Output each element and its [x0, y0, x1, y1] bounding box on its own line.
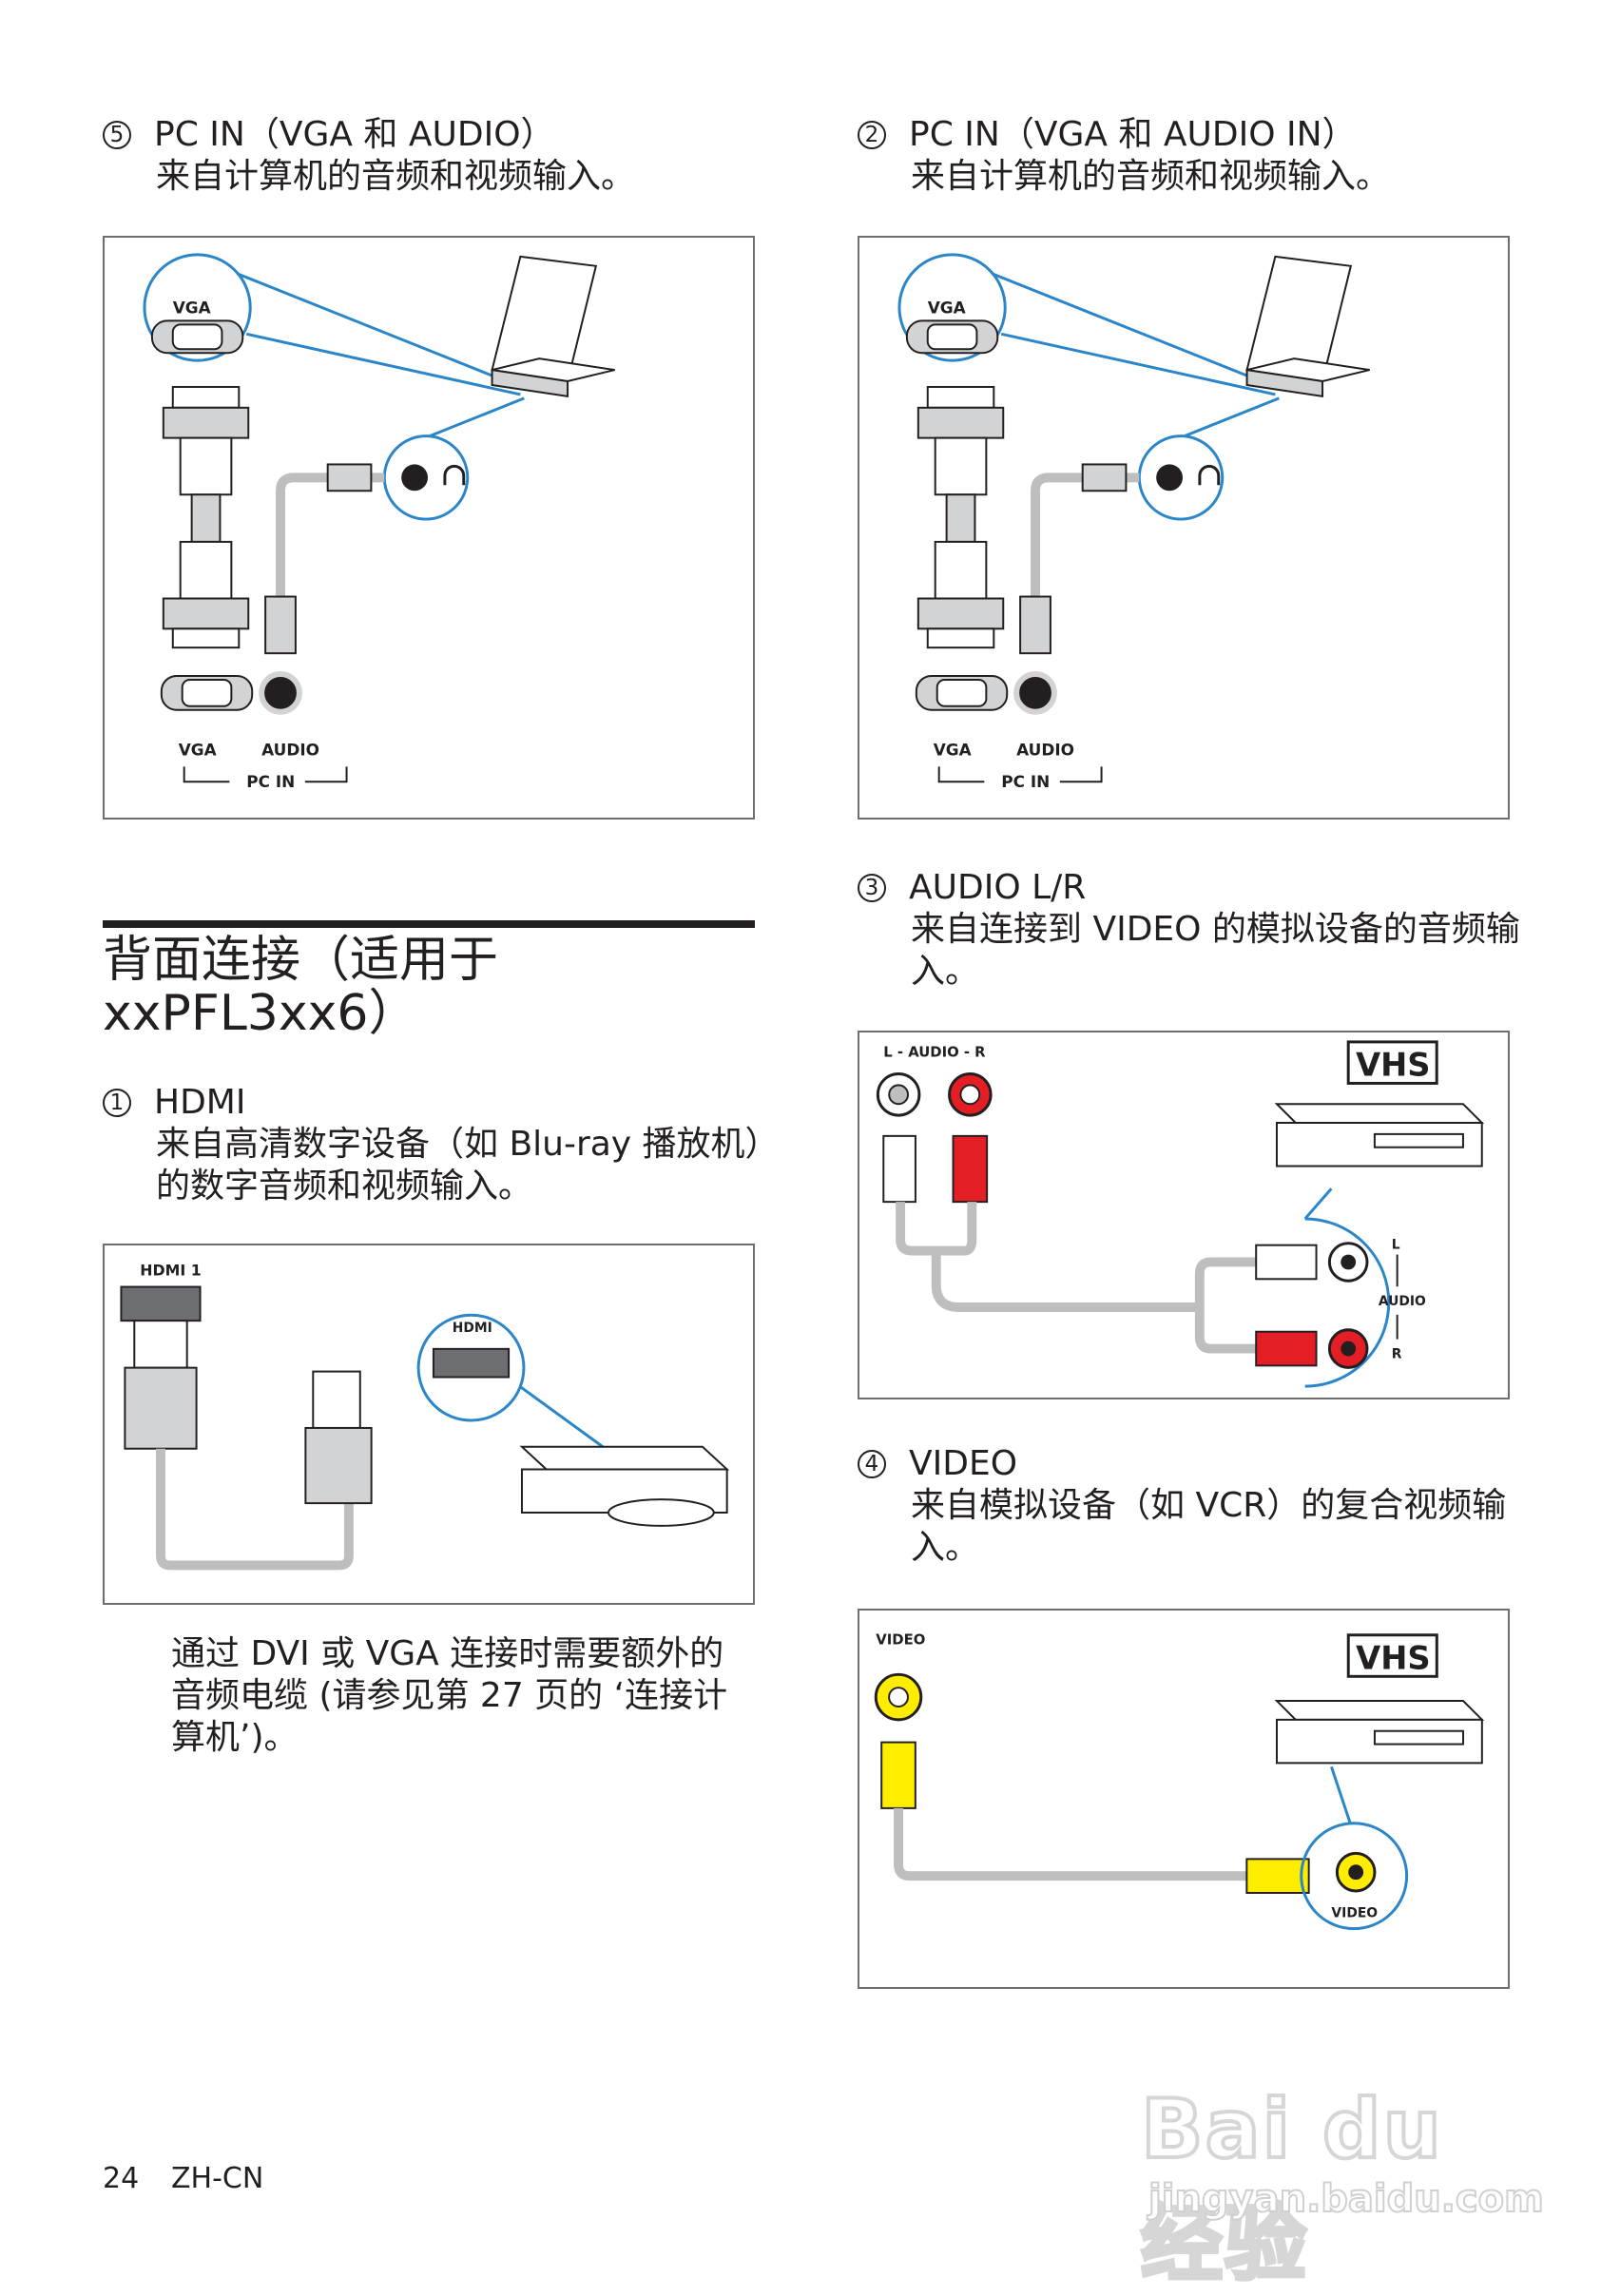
hdmi-zoom-label: HDMI	[453, 1321, 492, 1336]
language-code: ZH-CN	[171, 2162, 264, 2195]
item-hdmi: 1 HDMI 来自高清数字设备（如 Blu-ray 播放机）的数字音频和视频输入…	[103, 1082, 768, 1207]
item-video: 4 VIDEO 来自模拟设备（如 VCR）的复合视频输入。	[858, 1443, 1523, 1569]
item-title: AUDIO L/R	[909, 868, 1087, 907]
pc-in-group-label: PC IN	[246, 772, 295, 791]
item-title: PC IN（VGA 和 AUDIO IN）	[909, 115, 1357, 154]
audio-lr-diagram: L - AUDIO - R L AUDIO R VHS	[858, 1031, 1510, 1399]
item-number-badge: 5	[103, 121, 131, 149]
vhs-logo: VHS	[1356, 1639, 1430, 1676]
vga-top-label: VGA	[173, 298, 211, 317]
item-number-badge: 4	[858, 1450, 886, 1478]
item-title: VIDEO	[909, 1444, 1018, 1483]
item-title: HDMI	[154, 1083, 246, 1122]
vga-top-label: VGA	[928, 298, 966, 317]
item-pc-in-right: 2 PC IN（VGA 和 AUDIO IN） 来自计算机的音频和视频输入。	[858, 114, 1523, 198]
item-pc-in-left: 5 PC IN（VGA 和 AUDIO） 来自计算机的音频和视频输入。	[103, 114, 768, 198]
audio-port-label: L - AUDIO - R	[883, 1045, 986, 1061]
watermark-url: jingyan.baidu.com	[1148, 2176, 1545, 2222]
audio-l-label: L	[1392, 1238, 1400, 1253]
pc-in-illustration: VGA VGA AUDIO PC IN	[897, 253, 1370, 791]
audio-label: AUDIO	[1016, 740, 1074, 759]
video-zoom-label: VIDEO	[1331, 1906, 1378, 1921]
note-audio-cable: 通过 DVI 或 VGA 连接时需要额外的音频电缆 (请参见第 27 页的 ‘连…	[171, 1634, 728, 1757]
baidu-watermark: Bai du 经验 jingyan.baidu.com	[1131, 2044, 1545, 2294]
item-description: 来自连接到 VIDEO 的模拟设备的音频输入。	[911, 910, 1520, 991]
audio-lr-illustration: L - AUDIO - R L AUDIO R VHS	[876, 1040, 1485, 1388]
pc-in-illustration: VGA VGA AUDIO PC IN	[143, 253, 615, 791]
audio-label: AUDIO	[261, 740, 319, 759]
vga-bottom-label: VGA	[934, 740, 972, 759]
item-number-badge: 3	[858, 874, 886, 902]
item-number-badge: 1	[103, 1089, 131, 1117]
pc-in-diagram-left: VGA VGA AUDIO PC IN	[103, 236, 755, 820]
pc-in-group-label: PC IN	[1001, 772, 1050, 791]
item-number-badge: 2	[858, 121, 886, 149]
section-title: 背面连接（适用于 xxPFL3xx6）	[103, 932, 499, 1042]
audio-r-label: R	[1392, 1346, 1402, 1361]
item-title: PC IN（VGA 和 AUDIO）	[154, 115, 555, 154]
item-description: 来自模拟设备（如 VCR）的复合视频输入。	[911, 1486, 1507, 1567]
hdmi-diagram: HDMI 1 HDMI	[103, 1244, 755, 1605]
vhs-logo: VHS	[1356, 1047, 1430, 1084]
item-description: 来自计算机的音频和视频输入。	[156, 157, 636, 196]
video-port-label: VIDEO	[876, 1631, 925, 1649]
section-rule	[103, 920, 755, 928]
hdmi-illustration: HDMI 1 HDMI	[120, 1262, 730, 1571]
item-description: 来自高清数字设备（如 Blu-ray 播放机）的数字音频和视频输入。	[156, 1125, 762, 1206]
item-description: 来自计算机的音频和视频输入。	[911, 157, 1391, 196]
vga-bottom-label: VGA	[179, 740, 217, 759]
pc-in-diagram-right: VGA VGA AUDIO PC IN	[858, 236, 1510, 820]
video-diagram: VIDEO VIDEO VHS	[858, 1609, 1510, 1989]
item-audio-lr: 3 AUDIO L/R 来自连接到 VIDEO 的模拟设备的音频输入。	[858, 867, 1523, 993]
video-illustration: VIDEO VIDEO VHS	[874, 1631, 1485, 1931]
hdmi-port-label: HDMI 1	[140, 1262, 202, 1280]
page-number: 24	[103, 2162, 140, 2195]
audio-zoom-label: AUDIO	[1379, 1294, 1426, 1309]
